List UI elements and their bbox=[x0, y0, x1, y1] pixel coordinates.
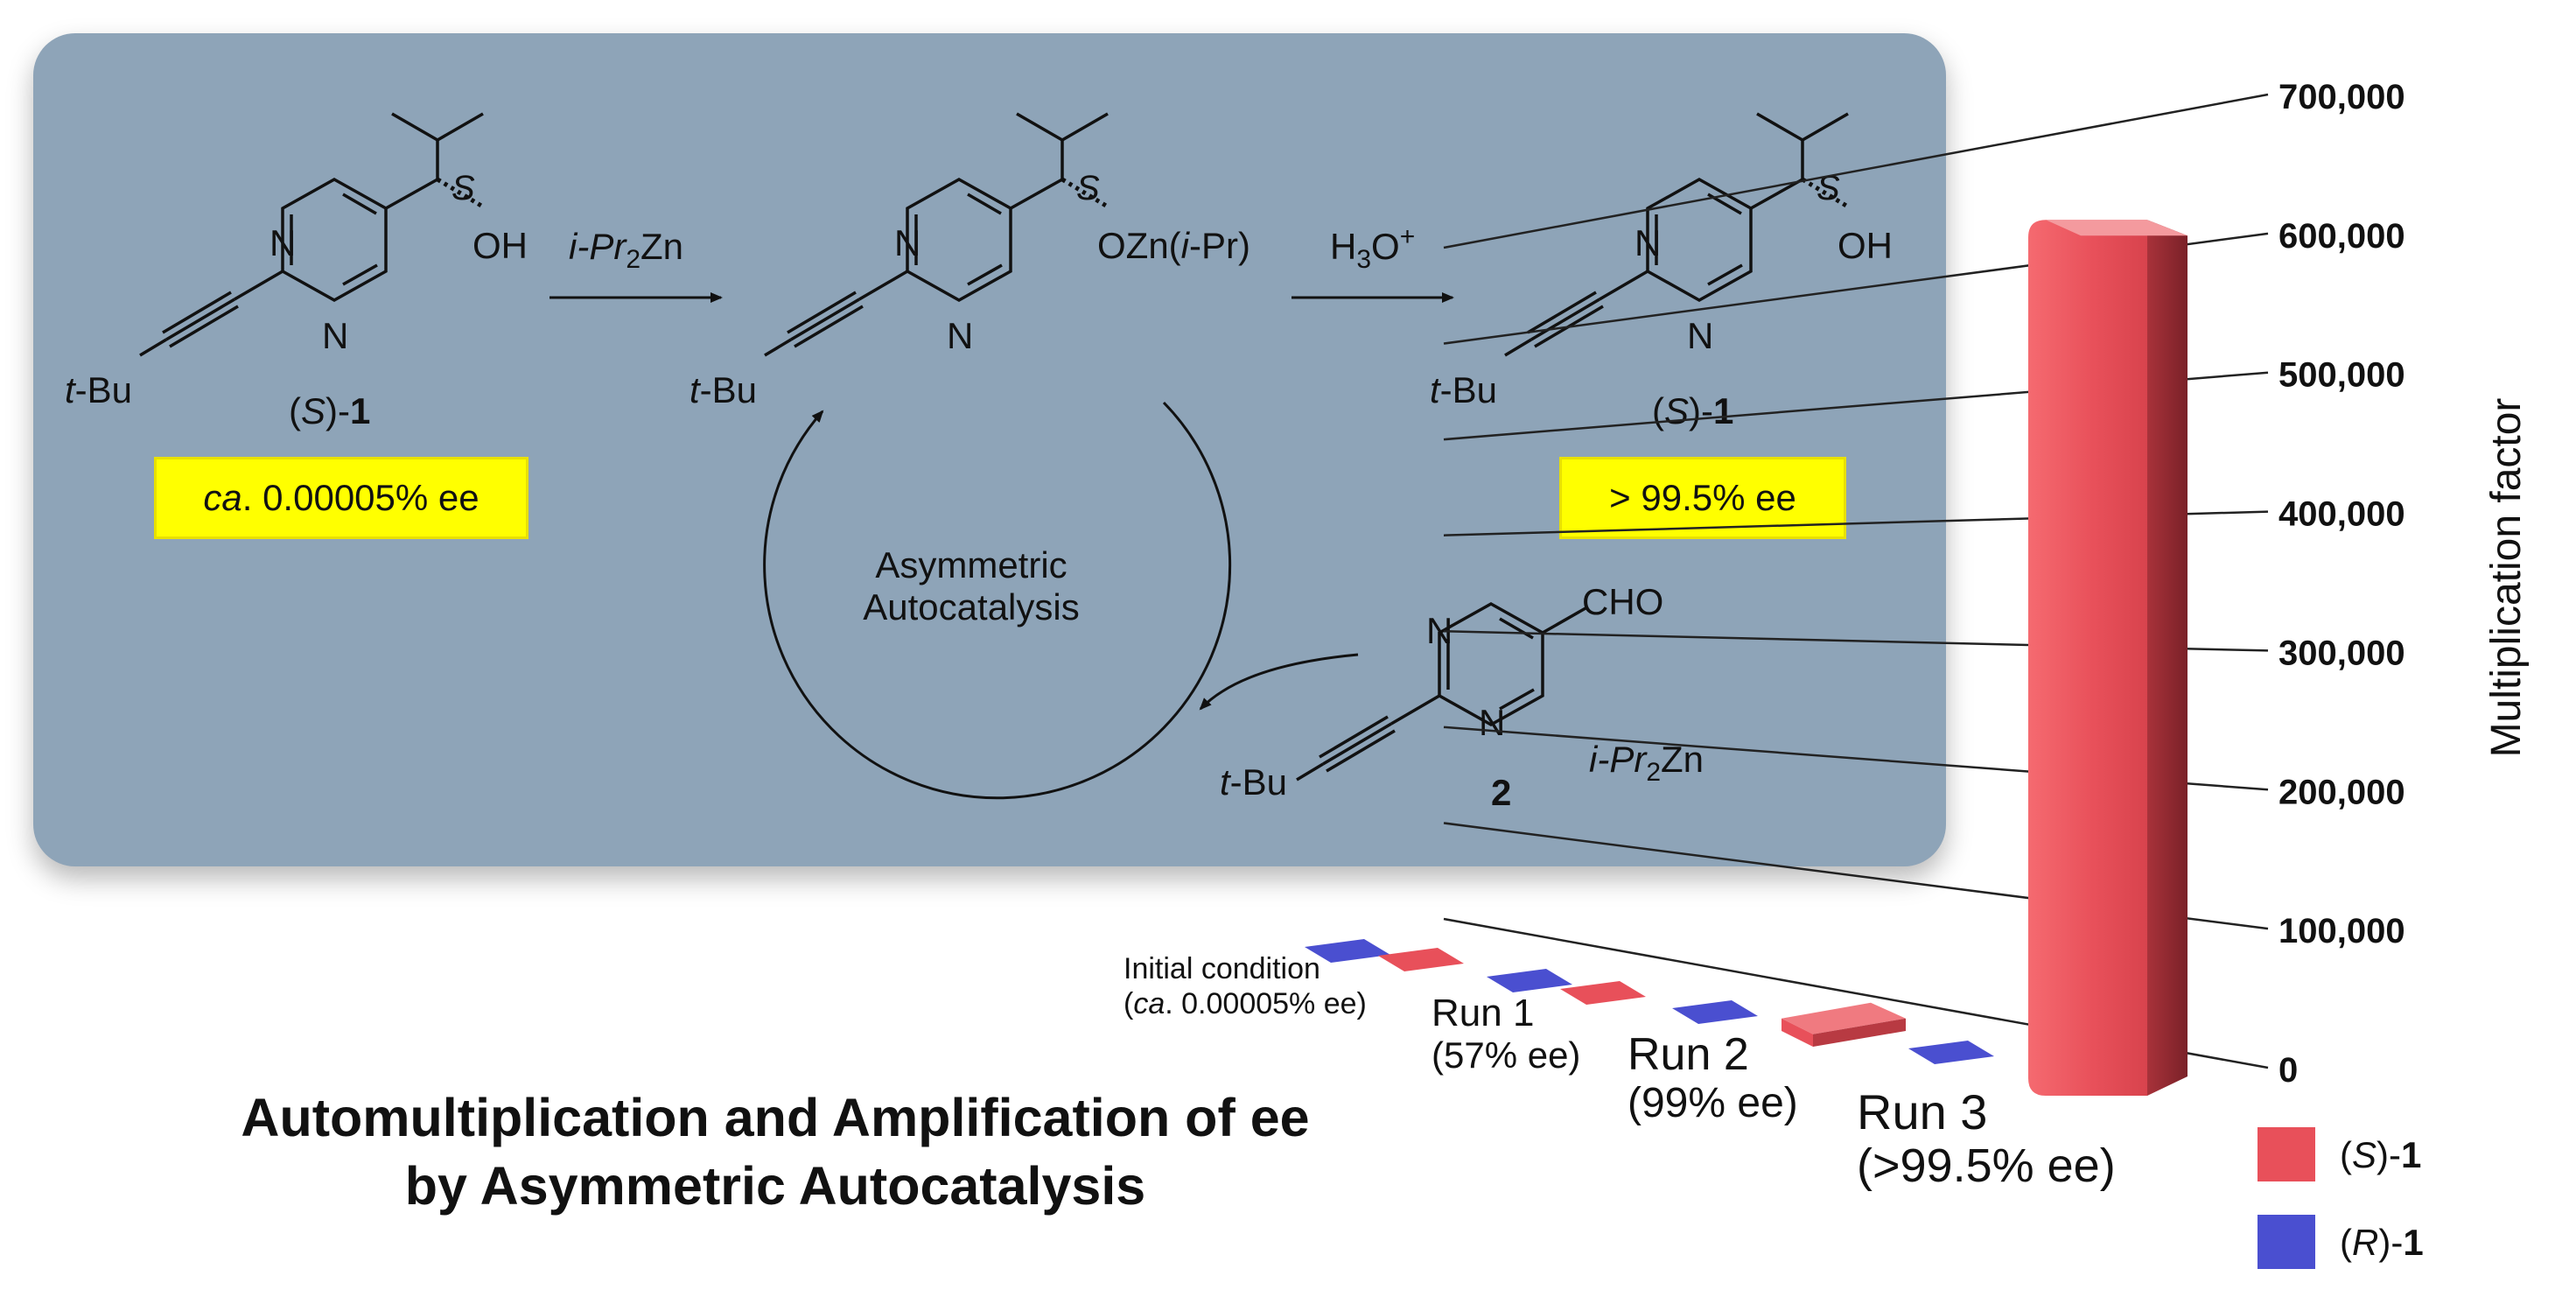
atom-n-right-1: N bbox=[1634, 222, 1661, 263]
bar-s1-run3 bbox=[2028, 220, 2188, 1096]
legend-swatch bbox=[2258, 1127, 2315, 1181]
atom-n-ald-2: N bbox=[1479, 702, 1505, 743]
legend-swatch bbox=[2258, 1215, 2315, 1269]
category-label: Run 3 bbox=[1857, 1084, 1987, 1139]
atom-n-left-1: N bbox=[270, 222, 296, 263]
cycle-label-line2: Autocatalysis bbox=[863, 586, 1079, 627]
category-sublabel: (99% ee) bbox=[1628, 1080, 1798, 1126]
y-axis-label: Multiplication factor bbox=[2483, 398, 2530, 758]
y-tick-label: 500,000 bbox=[2278, 356, 2405, 395]
tbu-mid: t-Bu bbox=[690, 369, 757, 410]
y-tick-label: 300,000 bbox=[2278, 634, 2405, 672]
category-label: Run 1 bbox=[1432, 992, 1534, 1034]
legend-label: (R)-1 bbox=[2340, 1222, 2424, 1263]
bar-s1 bbox=[1378, 948, 1464, 971]
reagent-h3o: H3O+ bbox=[1330, 222, 1415, 274]
legend-label: (S)-1 bbox=[2340, 1134, 2421, 1175]
structure-s1-left bbox=[139, 112, 484, 357]
stereo-s-left: S bbox=[452, 169, 475, 207]
stereo-s-mid: S bbox=[1076, 169, 1100, 207]
start-ee-value: . 0.00005% ee bbox=[242, 477, 480, 518]
aldehyde-to-cycle-arrow bbox=[1199, 653, 1359, 711]
structure-zinc-alkoxide bbox=[764, 112, 1109, 357]
atom-n-right-2: N bbox=[1687, 315, 1713, 356]
tbu-left: t-Bu bbox=[65, 369, 132, 410]
y-tick-label: 200,000 bbox=[2278, 773, 2405, 811]
catalytic-cycle-arrow bbox=[763, 401, 1232, 800]
y-tick-label: 600,000 bbox=[2278, 217, 2405, 256]
bar-r1 bbox=[1908, 1041, 1994, 1064]
category-label: Run 2 bbox=[1628, 1029, 1749, 1080]
tbu-ald: t-Bu bbox=[1220, 761, 1287, 803]
category-sublabel: (57% ee) bbox=[1432, 1034, 1580, 1076]
reaction-scheme-panel bbox=[33, 33, 1946, 866]
compound-label-2: 2 bbox=[1491, 772, 1511, 813]
category-sublabel: (ca. 0.00005% ee) bbox=[1124, 987, 1367, 1020]
start-ee-ca: ca bbox=[203, 477, 242, 518]
compound-label-s1-right: (S)-1 bbox=[1652, 390, 1733, 431]
aldehyde-group: CHO bbox=[1582, 581, 1663, 622]
reagent-ipr2zn: i-Pr2Zn bbox=[569, 226, 683, 274]
bar-s1 bbox=[1782, 1002, 1906, 1047]
atom-n-mid-2: N bbox=[947, 315, 973, 356]
figure-title-line1: Automultiplication and Amplification of … bbox=[241, 1088, 1310, 1147]
category-label: Initial condition bbox=[1124, 952, 1320, 985]
gridline bbox=[1443, 93, 2269, 249]
atom-n-left-2: N bbox=[322, 315, 348, 356]
bar-r1 bbox=[1672, 1000, 1758, 1024]
y-tick-label: 100,000 bbox=[2278, 912, 2405, 950]
bar-s1 bbox=[1560, 981, 1646, 1005]
bar-r1 bbox=[1305, 939, 1390, 963]
hydroxyl-right: OH bbox=[1838, 225, 1893, 266]
bar-r1 bbox=[1487, 969, 1572, 992]
zinc-alkoxide-group: OZn(i-Pr) bbox=[1097, 225, 1250, 266]
y-tick-label: 0 bbox=[2278, 1051, 2298, 1090]
cycle-label-line1: Asymmetric bbox=[875, 544, 1067, 585]
category-sublabel: (>99.5% ee) bbox=[1857, 1139, 2116, 1192]
figure-title-line2: by Asymmetric Autocatalysis bbox=[404, 1156, 1146, 1216]
atom-n-mid-1: N bbox=[894, 222, 920, 263]
hydroxyl-left: OH bbox=[472, 225, 528, 266]
y-tick-label: 400,000 bbox=[2278, 495, 2405, 534]
product-ee-value: > 99.5% ee bbox=[1609, 477, 1796, 518]
start-ee-highlight: ca. 0.00005% ee bbox=[154, 457, 528, 539]
tbu-right: t-Bu bbox=[1430, 369, 1497, 410]
y-tick-label: 700,000 bbox=[2278, 78, 2405, 116]
compound-label-s1-left: (S)-1 bbox=[289, 390, 370, 431]
